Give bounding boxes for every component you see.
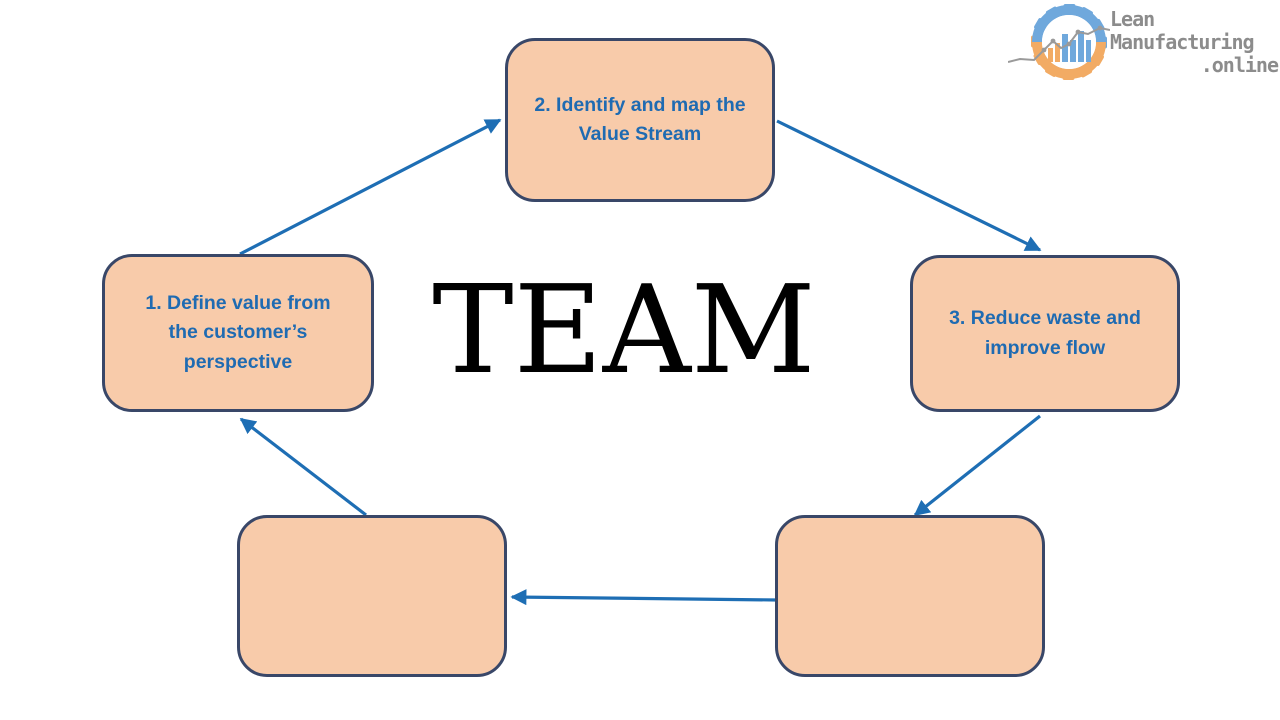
arrow-step2-to-step3 [776, 119, 1042, 252]
node-define-value: 1. Define value from the customer’s pers… [102, 254, 374, 412]
center-team-label: TEAM [432, 259, 816, 401]
arrow-step5-to-step1 [239, 417, 367, 517]
logo-wordmark: Lean Manufacturing .online [1110, 7, 1279, 77]
logo-line-manufacturing: Manufacturing [1110, 30, 1255, 54]
arrow-step3-to-step4 [913, 414, 1041, 517]
node-define-value-label: 1. Define value from the customer’s pers… [145, 292, 331, 373]
gear-chart-logo-icon [1008, 4, 1110, 80]
arrow-step1-to-step2 [239, 118, 502, 256]
node-reduce-waste-improve-flow-label: 3. Reduce waste and improve flow [949, 307, 1141, 359]
node-identify-map-value-stream: 2. Identify and map the Value Stream [505, 38, 775, 202]
node-empty-step-4 [775, 515, 1045, 677]
logo-line-online: .online [1200, 53, 1279, 77]
node-identify-map-value-stream-label: 2. Identify and map the Value Stream [534, 93, 746, 145]
node-reduce-waste-improve-flow: 3. Reduce waste and improve flow [910, 255, 1180, 412]
logo-lean-manufacturing-online: Lean Manufacturing .online [1008, 0, 1280, 90]
node-empty-step-5 [237, 515, 507, 677]
arrow-step4-to-step5 [510, 589, 778, 606]
logo-line-lean: Lean [1110, 7, 1155, 31]
